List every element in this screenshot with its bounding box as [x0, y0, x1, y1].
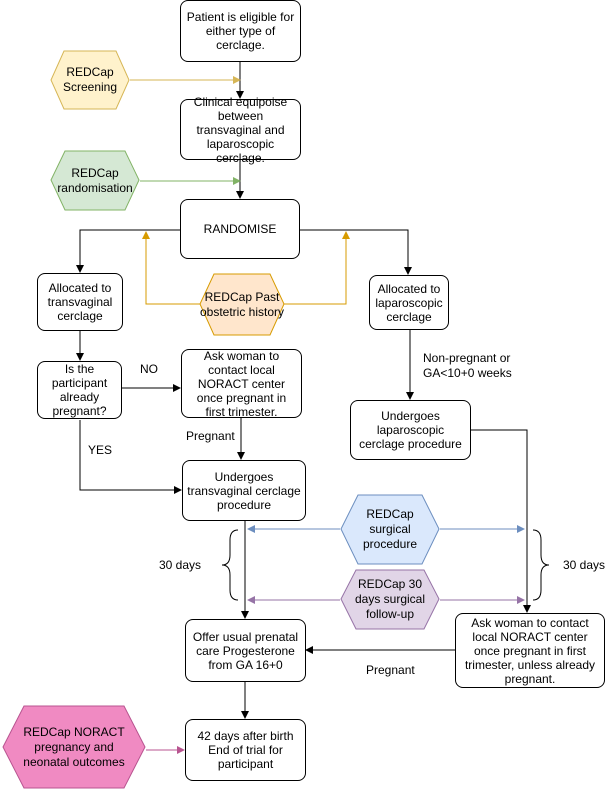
ask-contact-node-2: Ask woman to contact local NORACT center…: [455, 613, 605, 688]
arrow-obstetric-to-randomise-left: [142, 231, 200, 305]
redcap-surgical-hexagon: REDCap surgical procedure: [340, 494, 440, 565]
non-pregnant-text: Non-pregnant or GA<10+0 weeks: [423, 351, 512, 380]
redcap-surgical-text: REDCap surgical procedure: [362, 507, 418, 551]
brace-left: [221, 529, 239, 601]
equipoise-text: Clinical equipoise between transvaginal …: [193, 94, 288, 165]
randomise-text: RANDOMISE: [203, 222, 277, 236]
equipoise-node: Clinical equipoise between transvaginal …: [180, 95, 301, 165]
redcap-followup-hexagon: REDCap 30 days surgical follow-up: [340, 569, 440, 630]
redcap-screening-text: REDCap Screening: [62, 65, 118, 94]
no-label: NO: [140, 362, 158, 376]
eligible-text: Patient is eligible for either type of c…: [186, 10, 295, 52]
end-trial-text: 42 days after birth End of trial for par…: [197, 729, 294, 771]
alloc-tv-node: Allocated to transvaginal cerclage: [37, 273, 123, 331]
brace-right: [532, 529, 550, 601]
offer-care-text: Offer usual prenatal care Progesterone f…: [192, 629, 299, 672]
randomise-node: RANDOMISE: [180, 199, 300, 259]
redcap-randomisation-text: REDCap randomisation: [57, 165, 133, 195]
non-pregnant-label: Non-pregnant or GA<10+0 weeks: [423, 351, 523, 381]
redcap-outcomes-text: REDCap NORACT pregnancy and neonatal out…: [23, 724, 125, 769]
ask-contact-text-1: Ask woman to contact local NORACT center…: [196, 348, 287, 419]
arrow-question-yes: [79, 420, 182, 494]
arrow-randomise-to-lap: [300, 229, 412, 275]
days-label-left: 30 days: [159, 558, 202, 572]
alloc-lap-text: Allocated to laparoscopic cerclage: [375, 281, 443, 324]
undergo-lap-text: Undergoes laparoscopic cerclage procedur…: [359, 409, 462, 451]
redcap-followup-text: REDCap 30 days surgical follow-up: [354, 577, 426, 621]
arrow-undergo-lap-to-ask2: [470, 429, 531, 613]
already-pregnant-text: Is the participant already pregnant?: [51, 362, 108, 418]
ask-contact-text-2: Ask woman to contact local NORACT center…: [464, 615, 596, 686]
offer-care-node: Offer usual prenatal care Progesterone f…: [185, 619, 306, 682]
redcap-outcomes-hexagon: REDCap NORACT pregnancy and neonatal out…: [2, 705, 146, 789]
days-label-right: 30 days: [563, 558, 606, 572]
redcap-obstetric-hexagon: REDCap Past obstetric history: [199, 273, 285, 336]
redcap-obstetric-text: REDCap Past obstetric history: [199, 289, 285, 319]
redcap-screening-hexagon: REDCap Screening: [50, 50, 130, 110]
undergo-tv-node: Undergoes transvaginal cerclage procedur…: [182, 460, 306, 521]
already-pregnant-node: Is the participant already pregnant?: [37, 361, 122, 419]
arrow-randomise-to-tv: [76, 229, 180, 273]
yes-label: YES: [88, 443, 113, 457]
alloc-lap-node: Allocated to laparoscopic cerclage: [369, 275, 449, 330]
redcap-randomisation-hexagon: REDCap randomisation: [50, 150, 140, 211]
ask-contact-node-1: Ask woman to contact local NORACT center…: [181, 348, 302, 419]
arrow-obstetric-to-randomise-right: [284, 231, 350, 305]
pregnant-label-1: Pregnant: [186, 429, 235, 443]
eligible-node: Patient is eligible for either type of c…: [180, 0, 301, 62]
end-trial-node: 42 days after birth End of trial for par…: [185, 719, 306, 781]
undergo-tv-text: Undergoes transvaginal cerclage procedur…: [187, 469, 301, 512]
alloc-tv-text: Allocated to transvaginal cerclage: [47, 281, 113, 323]
pregnant-label-2: Pregnant: [366, 663, 415, 677]
undergo-lap-node: Undergoes laparoscopic cerclage procedur…: [350, 400, 471, 460]
